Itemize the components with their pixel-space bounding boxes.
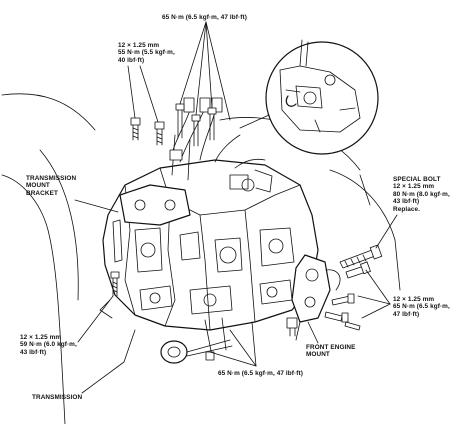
front-engine-mount	[286, 254, 341, 341]
transmission-mount-bracket-label: TRANSMISSION MOUNT BRACKET	[26, 175, 77, 197]
transmission-label: TRANSMISSION	[32, 394, 83, 401]
bottom-washer	[160, 317, 233, 364]
mount-bracket	[119, 184, 191, 226]
bottom-torque-label: 65 N·m (6.5 kgf·m, 47 lbf·ft)	[218, 370, 303, 377]
top-bolts	[175, 103, 217, 147]
leader-lines	[74, 21, 398, 394]
special-bolt	[339, 244, 383, 269]
upper-left-bolt-label: 12 × 1.25 mm 55 N·m (5.5 kgf·m, 40 lbf·f…	[118, 42, 175, 64]
inset-detail	[239, 39, 379, 155]
body-outline	[1, 93, 401, 424]
upper-harness	[169, 97, 273, 193]
lower-left-bolt	[110, 271, 120, 297]
transmission-body	[99, 159, 319, 331]
lower-left-bolt-label: 12 × 1.25 mm 59 N·m (6.0 kgf·m, 43 lbf·f…	[20, 334, 77, 356]
special-bolt-label: SPECIAL BOLT 12 × 1.25 mm 80 N·m (8.0 kg…	[393, 176, 450, 213]
right-lower-bolts	[324, 261, 371, 331]
front-engine-mount-label: FRONT ENGINE MOUNT	[306, 344, 356, 359]
right-lower-bolt-label: 12 × 1.25 mm 65 N·m (6.5 kgf·m, 47 lbf·f…	[393, 296, 450, 318]
top-torque-label: 65 N·m (6.5 kgf·m, 47 lbf·ft)	[162, 14, 247, 21]
upper-left-bolt	[130, 117, 165, 146]
